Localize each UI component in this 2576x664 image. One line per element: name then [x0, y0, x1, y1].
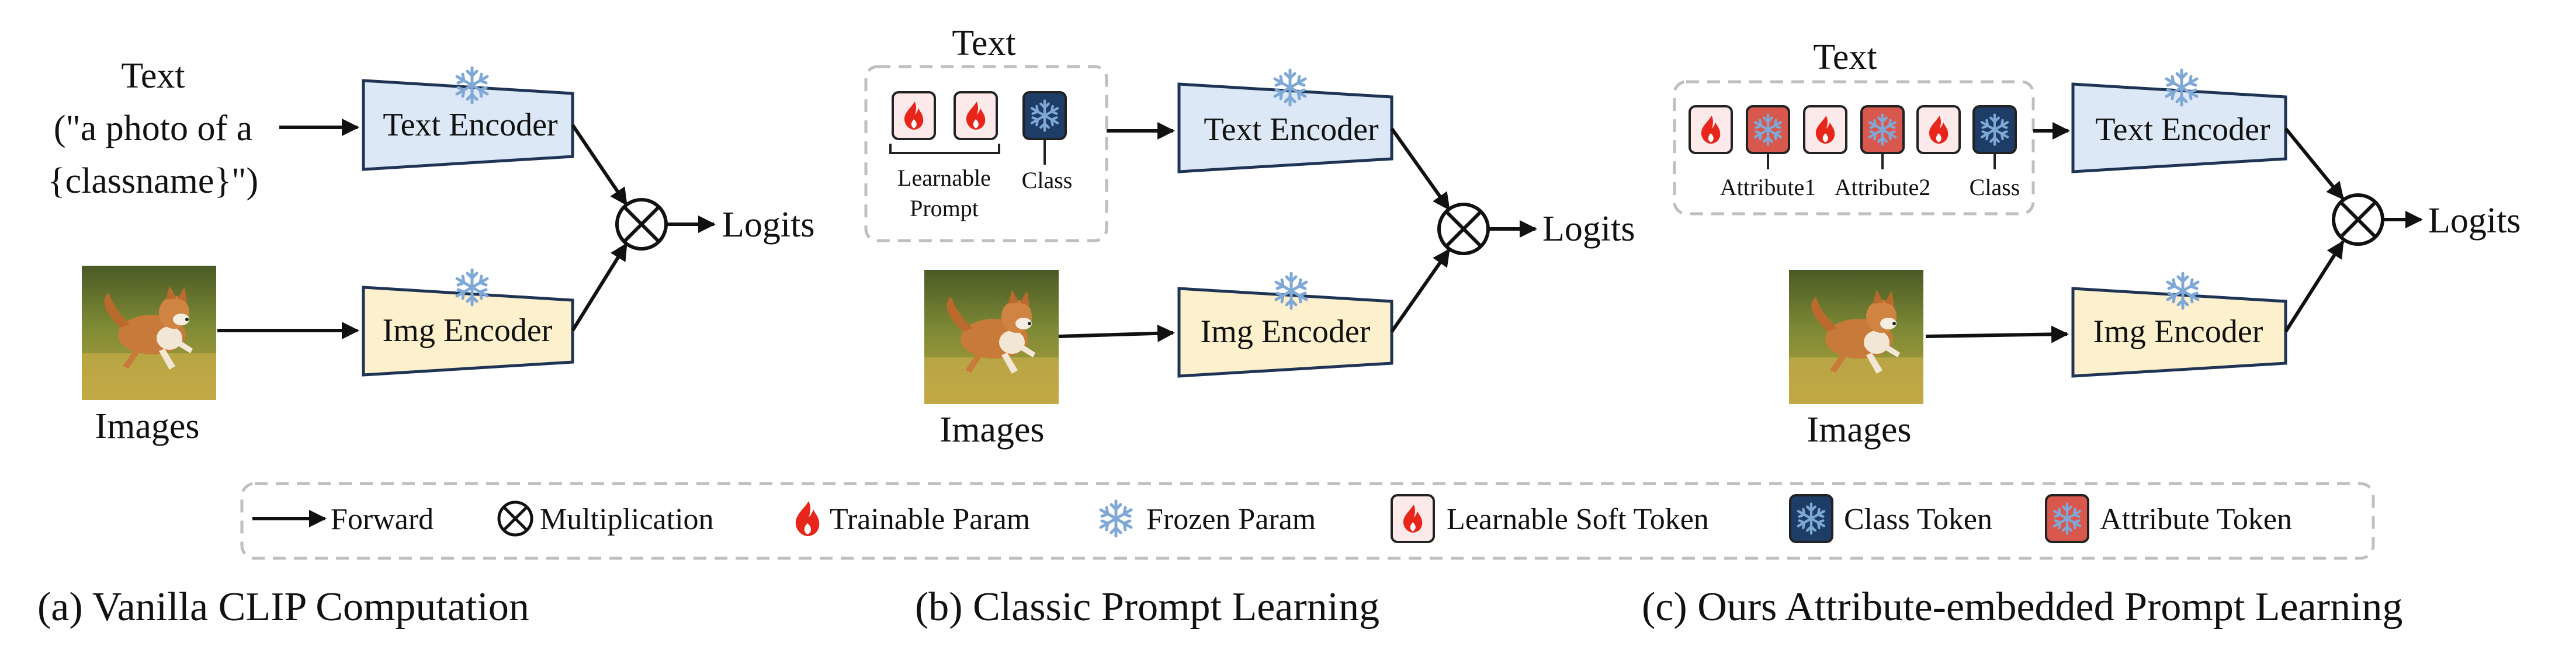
panel-c-img-encoder: [2071, 287, 2287, 378]
panel-b-soft-token-2: [955, 92, 997, 139]
panel-b-text-encoder: [1177, 82, 1393, 173]
legend-attribute-token: Attribute Token: [2100, 503, 2292, 536]
panel-a: Text ("a photo of a {classname}") Text E…: [48, 56, 815, 446]
panel-c-soft-token-2: [1804, 106, 1846, 153]
panel-c-arrow-to-mult-bottom: [2284, 240, 2345, 333]
legend-trainable: Trainable Param: [830, 503, 1030, 536]
panel-b-dog-photo: [924, 270, 1059, 404]
panel-c-soft-token-3: [1918, 106, 1960, 153]
legend-multiplication-icon: [497, 500, 533, 537]
panel-a-text-encoder: [362, 79, 574, 171]
panel-c-attribute-token-2: [1861, 106, 1904, 153]
legend-soft-token: Learnable Soft Token: [1447, 503, 1709, 536]
panel-b-img-encoder: [1177, 287, 1393, 378]
panel-a-text-title: Text: [121, 56, 185, 96]
legend: Forward Multiplication Trainable Param F…: [240, 482, 2375, 560]
panel-c-text-encoder-label: Text Encoder: [2095, 112, 2270, 148]
panel-c-soft-token-1: [1690, 106, 1732, 153]
panel-b-arrow-to-mult-bottom: [1390, 248, 1451, 333]
panel-b-text-title: Text: [952, 23, 1015, 63]
panel-b-class-token: [1024, 92, 1066, 139]
panel-a-text-encoder-label: Text Encoder: [383, 107, 558, 143]
legend-flame-icon: [795, 501, 820, 536]
panel-b-soft-token-1: [893, 92, 935, 139]
caption-c: (c) Ours Attribute-embedded Prompt Learn…: [1642, 585, 2402, 630]
panel-c-class-token: [1974, 106, 2016, 153]
panel-c-attribute2-label: Attribute2: [1835, 174, 1930, 200]
caption-a: (a) Vanilla CLIP Computation: [37, 585, 529, 630]
panel-c-img-encoder-label: Img Encoder: [2093, 314, 2263, 350]
panel-b: Text Learnable Prompt Class Text Encoder…: [864, 23, 1635, 450]
panel-c-attribute1-label: Attribute1: [1720, 174, 1816, 200]
panel-a-arrow-to-mult-bottom: [571, 242, 628, 332]
panel-a-img-encoder-label: Img Encoder: [383, 312, 553, 349]
panel-c-arrow-to-mult-top: [2284, 127, 2345, 200]
panel-b-learnable-bracket: [889, 144, 1000, 154]
panel-a-images-label: Images: [95, 406, 199, 446]
legend-class-token: Class Token: [1844, 503, 1992, 536]
panel-c-attribute-token-1: [1747, 106, 1789, 153]
legend-class-token-icon: [1790, 495, 1832, 542]
panel-c-dog-photo: [1789, 270, 1923, 404]
circle-times-icon: [1437, 203, 1490, 255]
panel-c-forward-arrow-img: [1925, 325, 2069, 343]
panel-b-text-box: [864, 65, 1108, 242]
panel-c-text-box: [1673, 80, 2035, 215]
panel-c-class-label: Class: [1970, 174, 2020, 200]
panel-b-class-label: Class: [1022, 167, 1073, 193]
legend-frozen: Frozen Param: [1146, 503, 1316, 536]
panel-b-logits: Logits: [1542, 209, 1635, 249]
panel-c-logits: Logits: [2428, 201, 2520, 241]
panel-a-prompt-line-1: ("a photo of a: [54, 109, 252, 148]
legend-attribute-token-icon: [2046, 495, 2088, 542]
panel-a-arrow-to-mult-top: [571, 124, 628, 206]
circle-times-icon: [2332, 193, 2384, 246]
panel-b-text-encoder-label: Text Encoder: [1204, 112, 1379, 148]
legend-snowflake-icon: [1101, 501, 1131, 536]
legend-forward: Forward: [331, 503, 434, 536]
panel-b-images-label: Images: [939, 410, 1044, 450]
legend-box: [240, 482, 2375, 560]
panel-c: Text Attribute1 Attribute2 Class Text En…: [1673, 37, 2520, 450]
panel-a-prompt-line-2: {classname}"): [48, 161, 258, 201]
panel-a-img-encoder: [362, 286, 574, 377]
caption-b: (b) Classic Prompt Learning: [915, 585, 1379, 630]
panel-a-dog-photo: [82, 266, 216, 400]
panel-b-learnable-line-1: Learnable: [897, 165, 991, 191]
panel-c-images-label: Images: [1807, 410, 1911, 450]
panel-b-forward-arrow-img: [1058, 324, 1175, 342]
panel-b-learnable-line-2: Prompt: [910, 195, 979, 221]
panel-a-logits: Logits: [722, 205, 814, 245]
panel-c-text-encoder: [2071, 82, 2287, 173]
panel-b-arrow-to-mult-top: [1390, 127, 1451, 211]
panel-b-img-encoder-label: Img Encoder: [1201, 314, 1371, 350]
panel-c-text-title: Text: [1813, 37, 1877, 77]
circle-times-icon: [615, 198, 668, 251]
legend-soft-token-icon: [1392, 495, 1434, 542]
legend-multiplication: Multiplication: [540, 503, 714, 536]
